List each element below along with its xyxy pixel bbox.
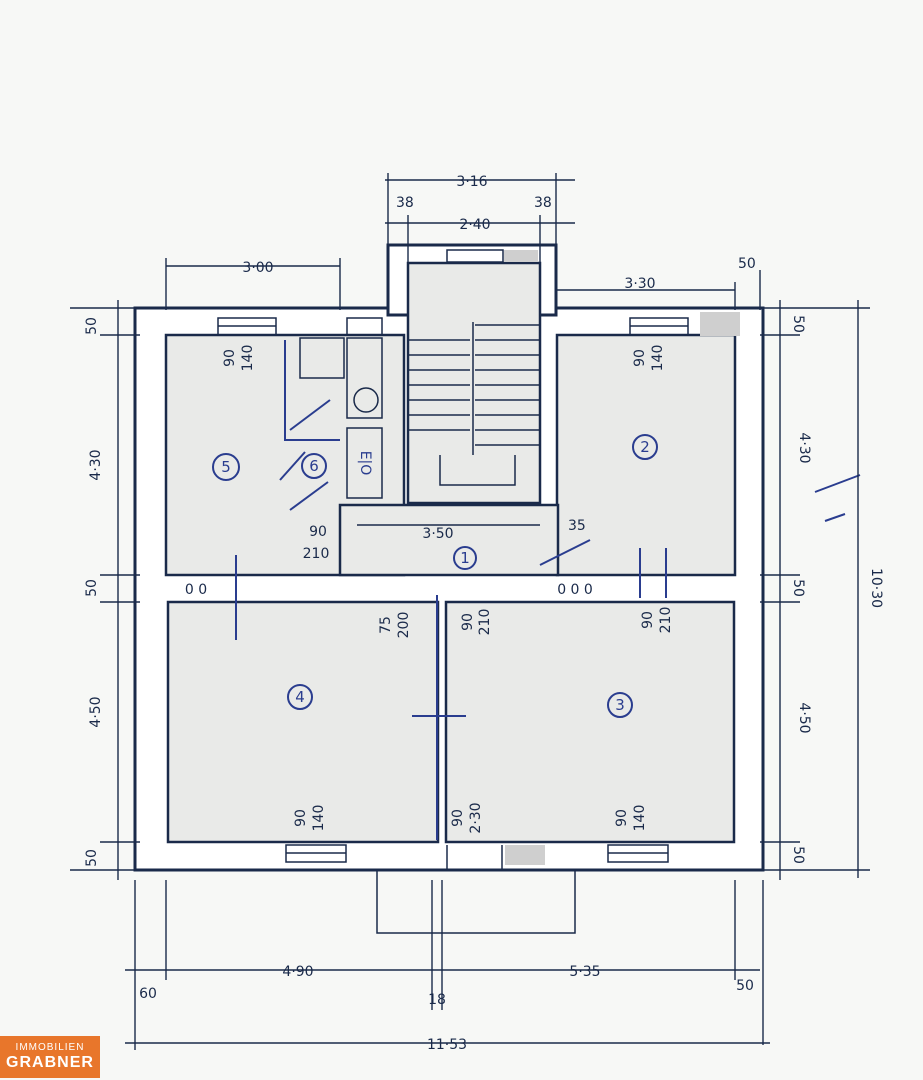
dim-room2-width: 3·30 <box>624 276 655 292</box>
window-room5-top <box>217 317 277 336</box>
room-label-1: 1 <box>453 546 477 570</box>
window-bathroom-top <box>346 317 383 336</box>
sink-fixture <box>299 337 345 379</box>
room-label-4: 4 <box>287 684 313 710</box>
hatch-top-right <box>700 312 740 336</box>
dim-right-wall-bottom: 50 <box>790 846 806 864</box>
win-room5-w: 90 <box>222 349 238 367</box>
dim-bottom-room4-width: 4·90 <box>282 964 313 980</box>
room-2-area <box>555 333 737 577</box>
door-room3-bottom-w: 90 <box>450 809 466 827</box>
door-room3-top-h: 210 <box>477 609 493 636</box>
hall-area <box>338 503 560 577</box>
dim-right-wall-top-v: 50 <box>790 315 806 333</box>
window-stair-top <box>446 249 504 263</box>
room-label-5: 5 <box>212 453 240 481</box>
dim-hall-width: 3·50 <box>422 526 453 542</box>
dim-right-room3-height: 4·50 <box>796 702 812 733</box>
dim-stair-right-wall: 38 <box>534 195 552 211</box>
svg-text:4: 4 <box>295 688 305 706</box>
svg-text:5: 5 <box>221 458 231 476</box>
shower-fixture <box>346 337 383 419</box>
wc-label: E|O <box>357 451 373 476</box>
door-room3-bottom-h: 2·30 <box>468 802 484 833</box>
door-room4-w: 75 <box>378 616 394 634</box>
room-label-6: 6 <box>301 453 327 479</box>
dim-left-wall-top: 50 <box>84 317 100 335</box>
svg-text:2: 2 <box>640 438 650 456</box>
win-room4-w: 90 <box>293 809 309 827</box>
wc-box <box>346 427 383 499</box>
dim-right-wall-top: 50 <box>738 256 756 272</box>
hatch-bottom <box>505 845 545 865</box>
room-4-area <box>166 600 440 844</box>
window-room4-bottom <box>285 844 347 863</box>
window-room2-top <box>629 317 689 336</box>
window-room3-bottom <box>607 844 669 863</box>
dim-wall-thickness-right: 0 0 0 <box>557 582 593 598</box>
dim-bottom-room3-width: 5·35 <box>569 964 600 980</box>
dim-right-room2-height: 4·30 <box>796 432 812 463</box>
svg-text:3: 3 <box>615 696 625 714</box>
dim-bottom-right-wall: 50 <box>736 978 754 994</box>
dim-left-wall-bottom: 50 <box>84 849 100 867</box>
svg-text:1: 1 <box>460 549 470 567</box>
win-room3-h: 140 <box>632 805 648 832</box>
dim-total-height: 10·30 <box>868 568 884 608</box>
win-room2-h: 140 <box>650 345 666 372</box>
dim-stair-total: 3·16 <box>456 174 487 190</box>
room-label-2: 2 <box>632 434 658 460</box>
dim-left-room4-height: 4·50 <box>88 696 104 727</box>
dim-bottom-mid-wall: 18 <box>428 992 446 1008</box>
door-room3-top-w: 90 <box>460 613 476 631</box>
win-room3-w: 90 <box>614 809 630 827</box>
logo-line2: GRABNER <box>6 1054 94 1071</box>
dim-left-mid-wall: 50 <box>84 579 100 597</box>
dim-left-room5-height: 4·30 <box>88 449 104 480</box>
stair-treads <box>408 322 540 486</box>
ink-marks <box>235 340 861 840</box>
dim-right-mid-wall: 50 <box>790 579 806 597</box>
dim-room5-width: 3·00 <box>242 260 273 276</box>
door-right-h: 210 <box>658 607 674 634</box>
dim-stair-inner: 2·40 <box>459 217 490 233</box>
company-logo: IMMOBILIEN GRABNER <box>0 1036 100 1078</box>
win-room2-w: 90 <box>632 349 648 367</box>
dim-stair-left-wall: 38 <box>396 195 414 211</box>
toilet-fixture <box>353 387 379 413</box>
dim-total-width: 11·53 <box>427 1037 467 1053</box>
win-room5-h: 140 <box>240 345 256 372</box>
hatch-stair <box>504 250 538 262</box>
door-room4-h: 200 <box>396 612 412 639</box>
logo-line1: IMMOBILIEN <box>15 1042 85 1053</box>
door-room5-w: 90 <box>309 524 327 540</box>
svg-text:6: 6 <box>309 457 319 475</box>
dim-wall-thickness-left: 0 0 <box>185 582 207 598</box>
door-room5-h: 210 <box>303 546 330 562</box>
dim-bottom-left-wall: 60 <box>139 986 157 1002</box>
door-right-w: 90 <box>640 611 656 629</box>
room-label-3: 3 <box>607 692 633 718</box>
stairwell-area <box>406 261 542 505</box>
win-room4-h: 140 <box>311 805 327 832</box>
entrance-porch <box>376 869 576 934</box>
room-3-area <box>444 600 736 844</box>
dim-hall-step: 35 <box>568 518 586 534</box>
